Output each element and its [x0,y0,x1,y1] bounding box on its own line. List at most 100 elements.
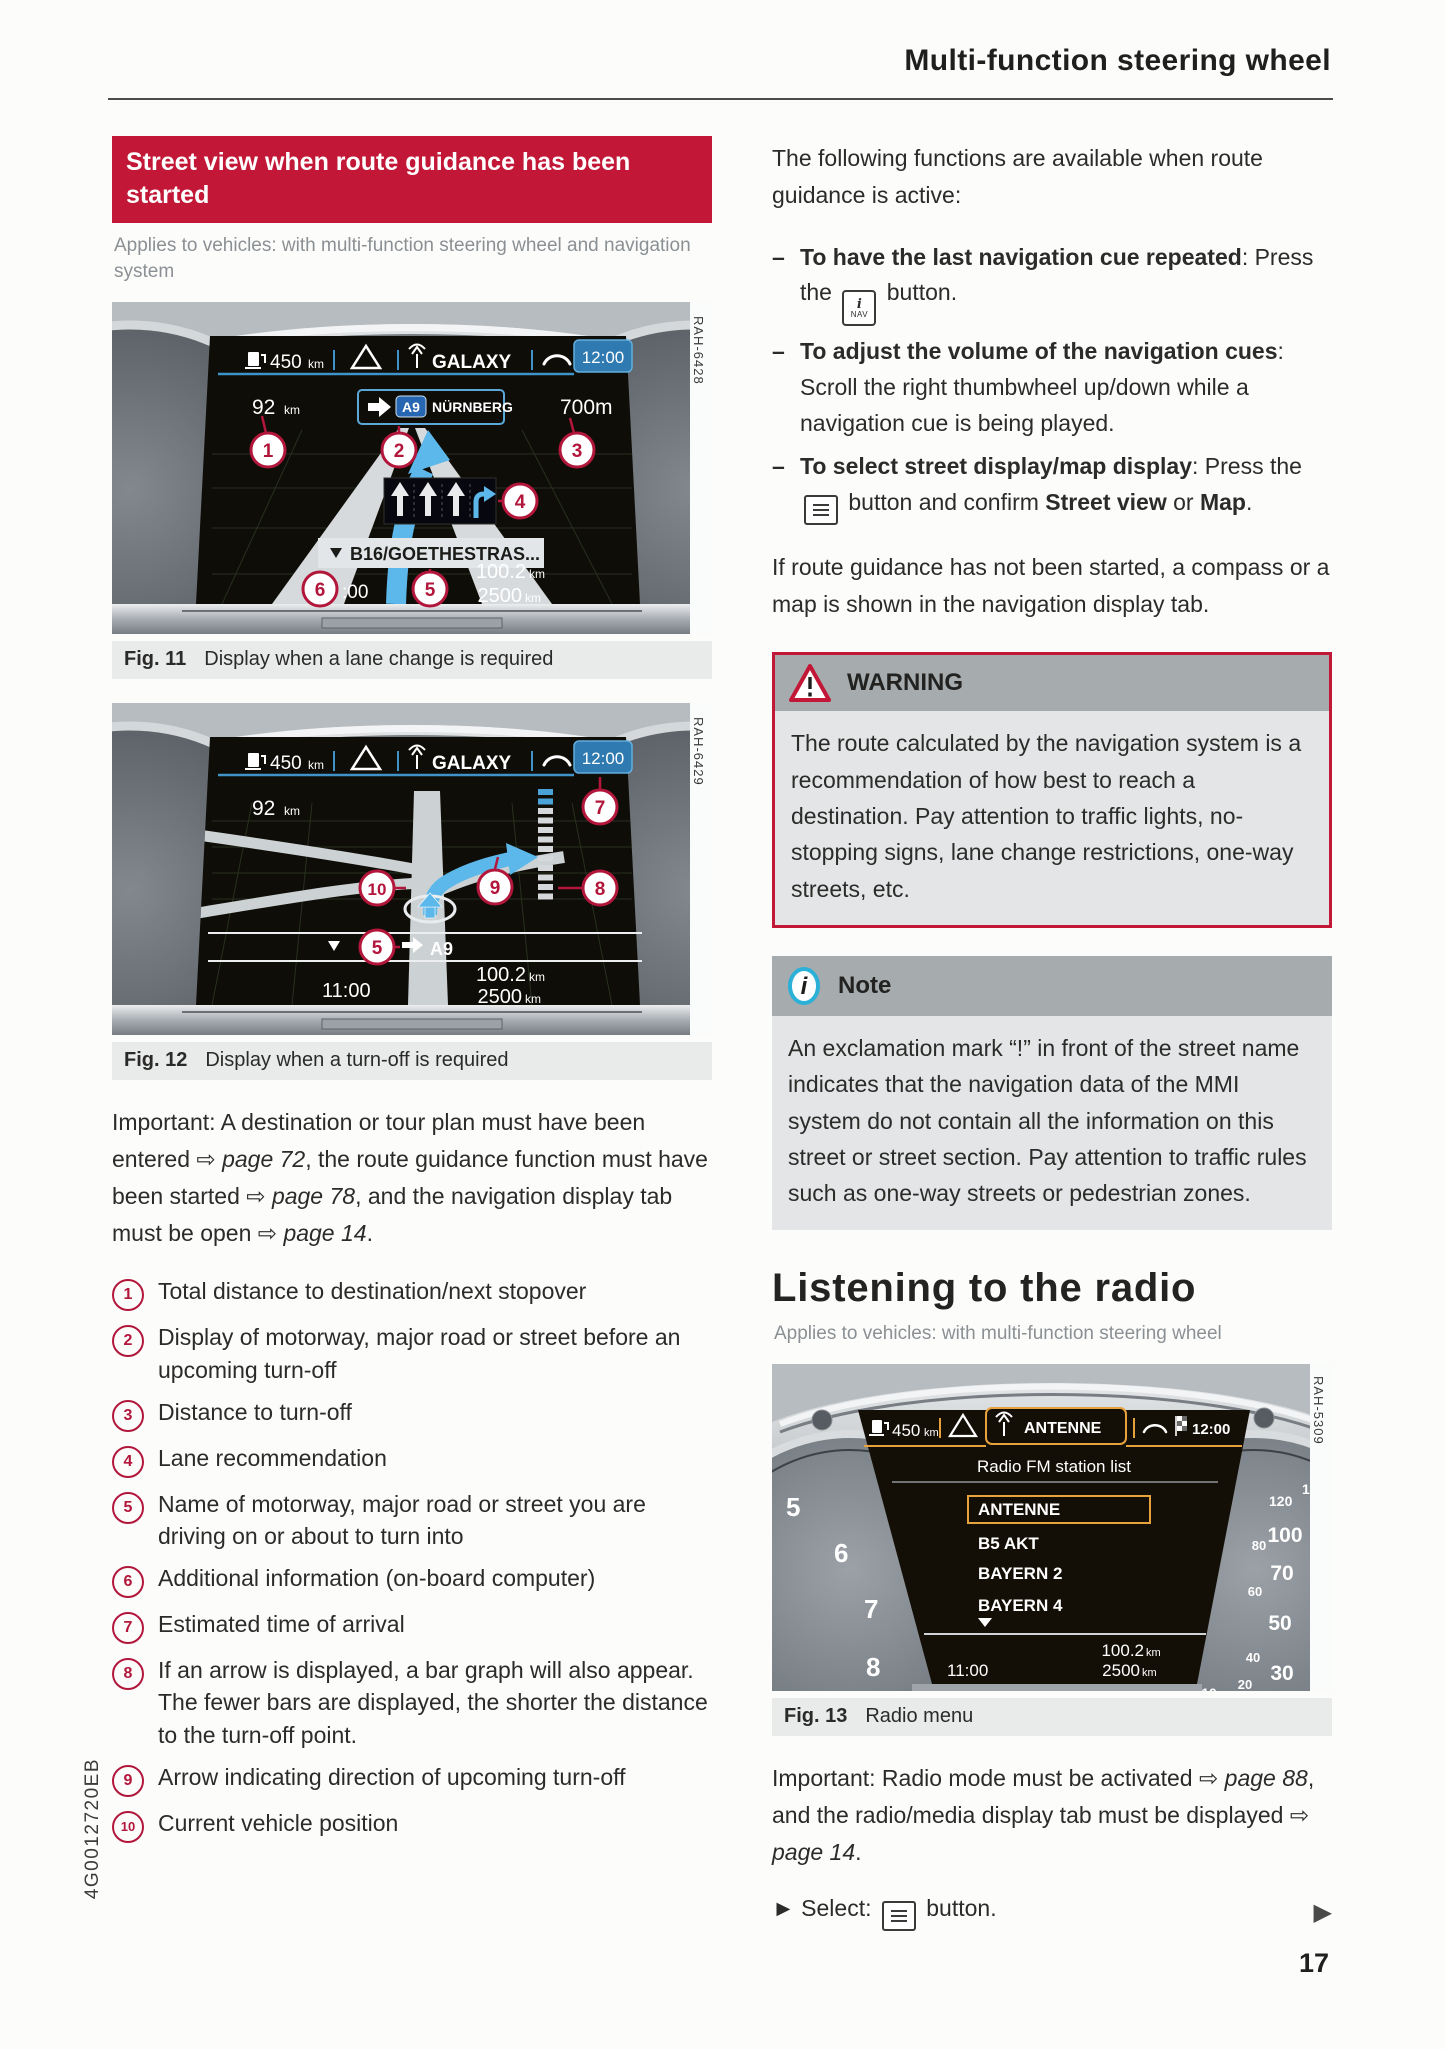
callout-4: 4 [515,492,526,513]
legend-text-6: Additional information (on-board compute… [158,1565,596,1592]
phone-icon [542,755,572,767]
dropdown-triangle-icon [330,548,342,559]
legend-num-10: 10 [112,1810,144,1843]
sign-road-number: A9 [402,399,420,415]
legend-item: 1 Total distance to destination/next stop… [112,1275,712,1312]
bullet-select-display: –To select street display/map display: P… [772,449,1332,525]
screw-left [811,1409,833,1431]
top-cowl [112,302,712,367]
antenna-icon [408,744,426,770]
fuel-range-value: 450 [270,753,302,774]
fig12-caption: Fig. 12 Display when a turn-off is requi… [112,1042,712,1081]
legend-text-9: Arrow indicating direction of upcoming t… [158,1763,626,1790]
route-arrow-head [408,430,450,475]
fig12-label: Fig. 12 [124,1049,188,1072]
figure-ref-code: RAH-5309 [1311,1376,1326,1445]
important-paragraph-2: Important: Radio mode must be activated … [772,1765,1315,1865]
applies-note-1: Applies to vehicles: with multi-function… [114,235,691,282]
warning-icon [789,664,831,703]
station-item-3: BAYERN 2 [978,1564,1062,1583]
fig12-cluster-image: 450 km GALAXY 12:00 92 km [0,703,904,1141]
figure-legend: 1 Total distance to destination/next stop… [112,1275,712,1843]
clock-value: 12:00 [582,749,625,768]
speedo-number-50: 50 [1268,1612,1291,1635]
tach-number-5: 5 [786,1492,800,1522]
legend-num-6: 6 [112,1566,144,1599]
figure-13: 5 6 7 8 120 140 100 80 [678,1364,1426,1775]
legend-num-4: 4 [112,1445,144,1478]
range-distance-unit: km [1142,1667,1157,1679]
tach-number-6: 6 [834,1538,848,1568]
legend-text-7: Estimated time of arrival [158,1611,405,1638]
applies-note-2: Applies to vehicles: with multi-function… [774,1322,1222,1344]
legend-text-3: Distance to turn-off [158,1398,352,1425]
legend-num-3: 3 [112,1399,144,1432]
speedo-number-100: 100 [1267,1524,1302,1547]
turnoff-distance-value: 700m [560,396,613,419]
station-item-2: B5 AKT [978,1534,1039,1553]
lane-recommendation-icon [383,477,497,525]
trip-distance-value: 100.2 [1101,1641,1144,1660]
figure-ref-code: RAH-6429 [691,717,706,786]
antenna-icon [995,1411,1013,1437]
sign-arrow-icon [368,397,391,418]
note-info-icon: i [788,967,820,1006]
function-bullets: –To have the last navigation cue repeate… [772,240,1332,525]
legend-num-1: 1 [112,1279,144,1312]
station-item-1: ANTENNE [978,1500,1060,1519]
callout-10: 10 [368,880,387,899]
street-name-bar: B16/GOETHESTRAS... [318,538,544,569]
header-rule [108,98,1333,100]
figure-11: 450 km GALAXY 12:00 92 k [0,302,904,740]
right-column: The following functions are available wh… [678,136,1426,1931]
page-number: 17 [1298,1948,1329,1978]
legend-item: 6 Additional information (on-board comput… [112,1562,712,1599]
range-distance-unit: km [525,591,541,605]
callout-3: 3 [572,441,583,462]
time-tab [573,339,633,374]
legend-text-1: Total distance to destination/next stopo… [158,1278,587,1305]
speedo-number-10: 10 [1201,1685,1217,1691]
phone-icon [542,354,572,366]
legend-text-4: Lane recommendation [158,1444,387,1471]
total-distance-value: 92 [252,797,275,820]
callout-6: 6 [315,580,326,601]
note-box: i Note An exclamation mark “!” in front … [772,956,1332,1230]
radio-tab-label: ANTENNE [1024,1420,1102,1437]
status-bar: 450 km ANTENNE [864,1407,1242,1448]
fuel-pump-icon [245,753,266,771]
callout-leader-lines [394,777,602,949]
street-name: B16/GOETHESTRAS... [350,544,540,564]
dropdown-triangle-icon [328,941,340,952]
fig13-caption-text: Radio menu [865,1705,974,1728]
trip-distance-value: 100.2 [476,964,526,986]
route-arrow-head [506,843,538,876]
speedo-number-70: 70 [1270,1562,1293,1585]
callout-8: 8 [595,879,606,900]
callouts: 7 8 9 10 5 [358,788,619,966]
menu-title: Radio FM station list [977,1457,1131,1476]
fig11-cluster-image: 450 km GALAXY 12:00 92 k [0,302,904,740]
note-body: An exclamation mark “!” in front of the … [772,1016,1332,1230]
important-paragraph-1: Important: A destination or tour plan mu… [112,1109,708,1246]
bullet-adjust-volume-text: To adjust the volume of the navigation c… [800,338,1284,436]
station-item-4: BAYERN 4 [978,1596,1063,1615]
fuel-range-unit: km [308,357,324,371]
fuel-range-value: 450 [270,352,302,373]
legend-num-9: 9 [112,1764,144,1797]
bullet-adjust-volume: –To adjust the volume of the navigation … [772,334,1332,441]
bullet-repeat-cue: –To have the last navigation cue repeate… [772,240,1332,327]
road-branch-upper [197,829,426,877]
station-list: ANTENNE B5 AKT BAYERN 2 BAYERN 4 [967,1495,1151,1628]
warning-title: WARNING [847,669,963,697]
audio-source-label: GALAXY [432,352,512,373]
callouts: 1 2 3 4 5 6 [249,431,596,608]
total-distance-unit: km [284,403,300,417]
svg-text:i: i [801,973,809,1000]
legend-num-5: 5 [112,1491,144,1524]
eta-value: :00 [342,582,368,603]
speedo-number-60: 60 [1248,1584,1262,1599]
